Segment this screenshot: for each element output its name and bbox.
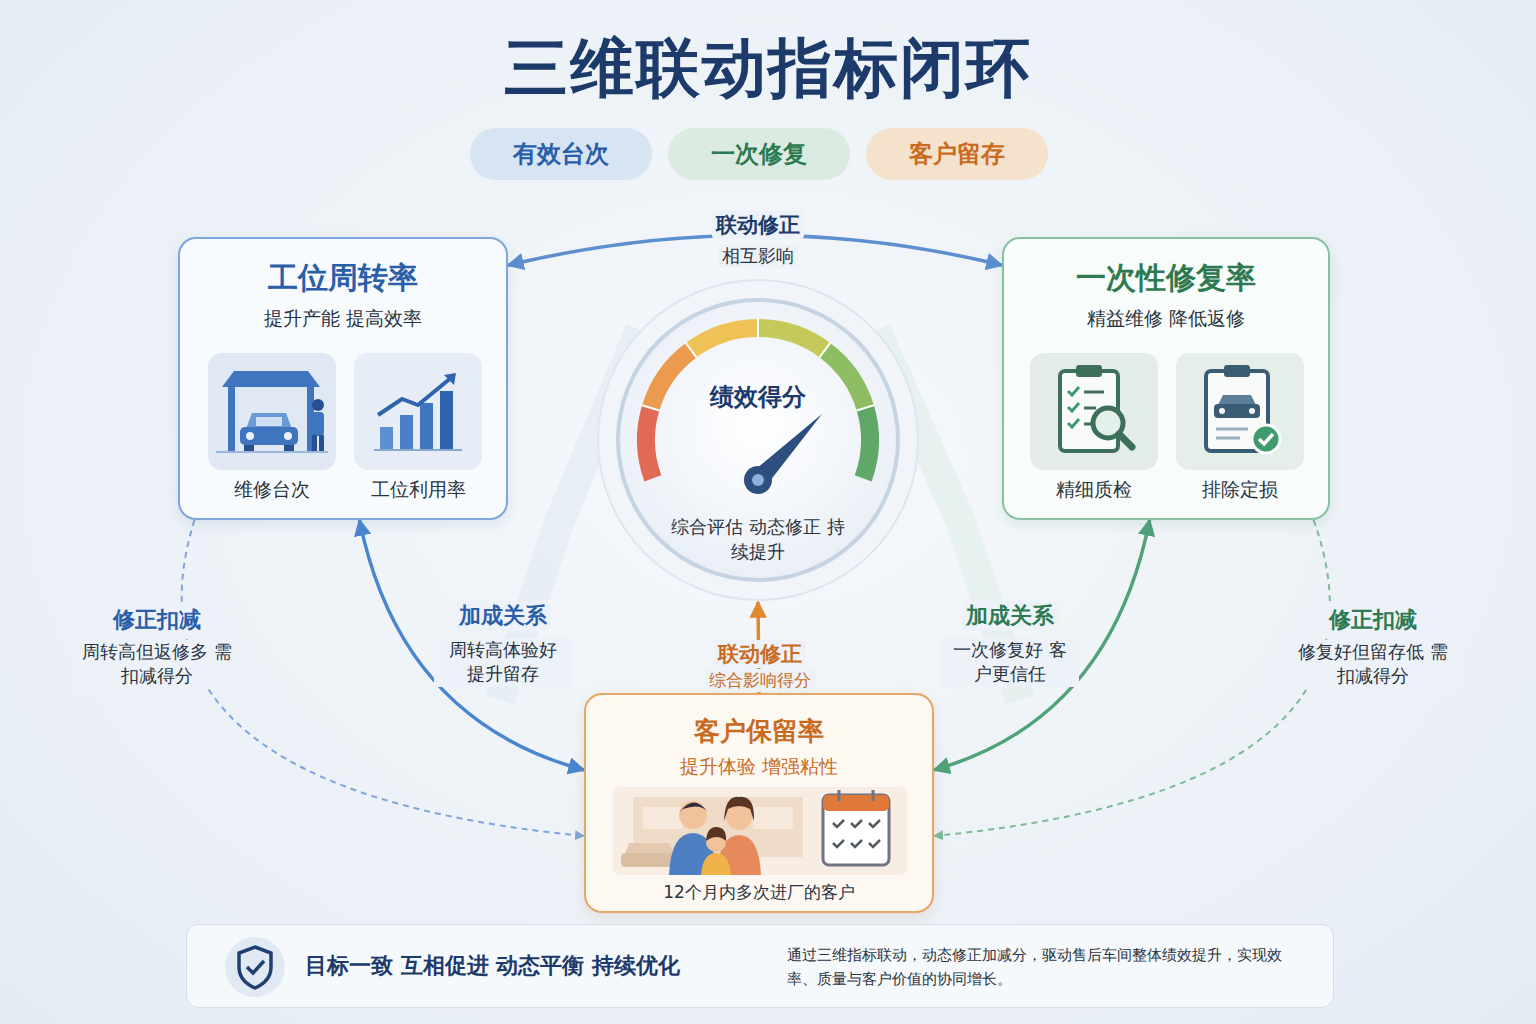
gauge-arc	[646, 408, 653, 478]
note-label: 综合影响得分	[705, 669, 815, 692]
node-heading: 排除定损	[1176, 478, 1304, 502]
damage-check-icon	[1176, 353, 1304, 470]
node-heading: 有效台次	[470, 139, 652, 169]
note-label: 周转高但返修多 需扣减得分	[73, 640, 241, 689]
icon-tile: 工位利用率	[354, 353, 482, 501]
edge-label: 联动修正	[714, 640, 806, 668]
node-heading: 目标一致 互相促进 动态平衡 持续优化	[305, 952, 765, 980]
gauge-arc	[691, 328, 758, 350]
gauge-circle: 绩效得分综合评估 动态修正 持续提升	[596, 278, 920, 602]
gauge-tick	[820, 343, 831, 358]
node-heading: 维修台次	[208, 478, 336, 502]
connector	[934, 520, 1150, 770]
diagram-title: 三维联动指标闭环	[0, 28, 1536, 108]
metric-box: 工位周转率提升产能 提高效率 维修台次 工位利用率	[178, 237, 508, 520]
note-label: 修复好但留存低 需扣减得分	[1289, 640, 1457, 689]
metric-box: 客户保留率提升体验 增强粘性 12个月内多次进厂的客户	[584, 693, 934, 913]
connector	[182, 520, 584, 836]
metric-pill: 客户留存	[866, 128, 1048, 180]
edge-label: 联动修正	[712, 211, 804, 239]
gauge-tick	[642, 405, 659, 410]
node-text: 提升产能 提高效率	[180, 307, 506, 331]
edge-label: 加成关系	[962, 601, 1058, 631]
gauge-arc	[863, 408, 870, 478]
node-heading: 一次修复	[668, 139, 850, 169]
bar-chart-icon	[354, 353, 482, 470]
gauge-tick	[857, 405, 874, 410]
connector	[360, 520, 585, 770]
gauge-arc	[825, 350, 865, 408]
note-label: 一次修复好 客户更信任	[941, 638, 1079, 687]
gauge-arc	[758, 328, 825, 350]
icon-tile: 维修台次	[208, 353, 336, 501]
node-heading: 工位周转率	[180, 259, 506, 297]
inspection-icon	[1030, 353, 1158, 470]
connector	[934, 520, 1330, 836]
metric-pill: 有效台次	[470, 128, 652, 180]
node-text: 精益维修 降低返修	[1004, 307, 1328, 331]
note-label: 周转高体验好 提升留存	[434, 638, 572, 687]
icon-tile: 精细质检	[1030, 353, 1158, 501]
node-text: 提升体验 增强粘性	[586, 755, 932, 779]
edge-label: 加成关系	[455, 601, 551, 631]
metric-box: 一次性修复率精益维修 降低返修 精细质检 排除定损	[1002, 237, 1330, 520]
metric-pill: 一次修复	[668, 128, 850, 180]
node-heading: 客户保留率	[586, 715, 932, 748]
garage-icon	[208, 353, 336, 470]
summary-band: 目标一致 互相促进 动态平衡 持续优化通过三维指标联动，动态修正加减分，驱动售后…	[186, 924, 1334, 1008]
node-text: 通过三维指标联动，动态修正加减分，驱动售后车间整体绩效提升，实现效率、质量与客户…	[787, 943, 1307, 991]
gauge-arc	[651, 350, 691, 408]
node-heading: 客户留存	[866, 139, 1048, 169]
gauge-tick	[686, 343, 697, 358]
node-heading: 绩效得分	[596, 382, 920, 412]
node-heading: 工位利用率	[354, 478, 482, 502]
gauge-tick	[757, 319, 759, 337]
node-heading: 精细质检	[1030, 478, 1158, 502]
node-text: 综合评估 动态修正 持续提升	[668, 514, 848, 564]
shield-icon	[223, 935, 287, 999]
edge-label: 修正扣减	[1325, 605, 1421, 635]
node-heading: 一次性修复率	[1004, 259, 1328, 297]
family-illustration	[613, 787, 907, 875]
edge-label: 修正扣减	[109, 605, 205, 635]
icon-tile: 排除定损	[1176, 353, 1304, 501]
note-label: 相互影响	[718, 244, 798, 268]
node-text: 12个月内多次进厂的客户	[586, 882, 932, 903]
